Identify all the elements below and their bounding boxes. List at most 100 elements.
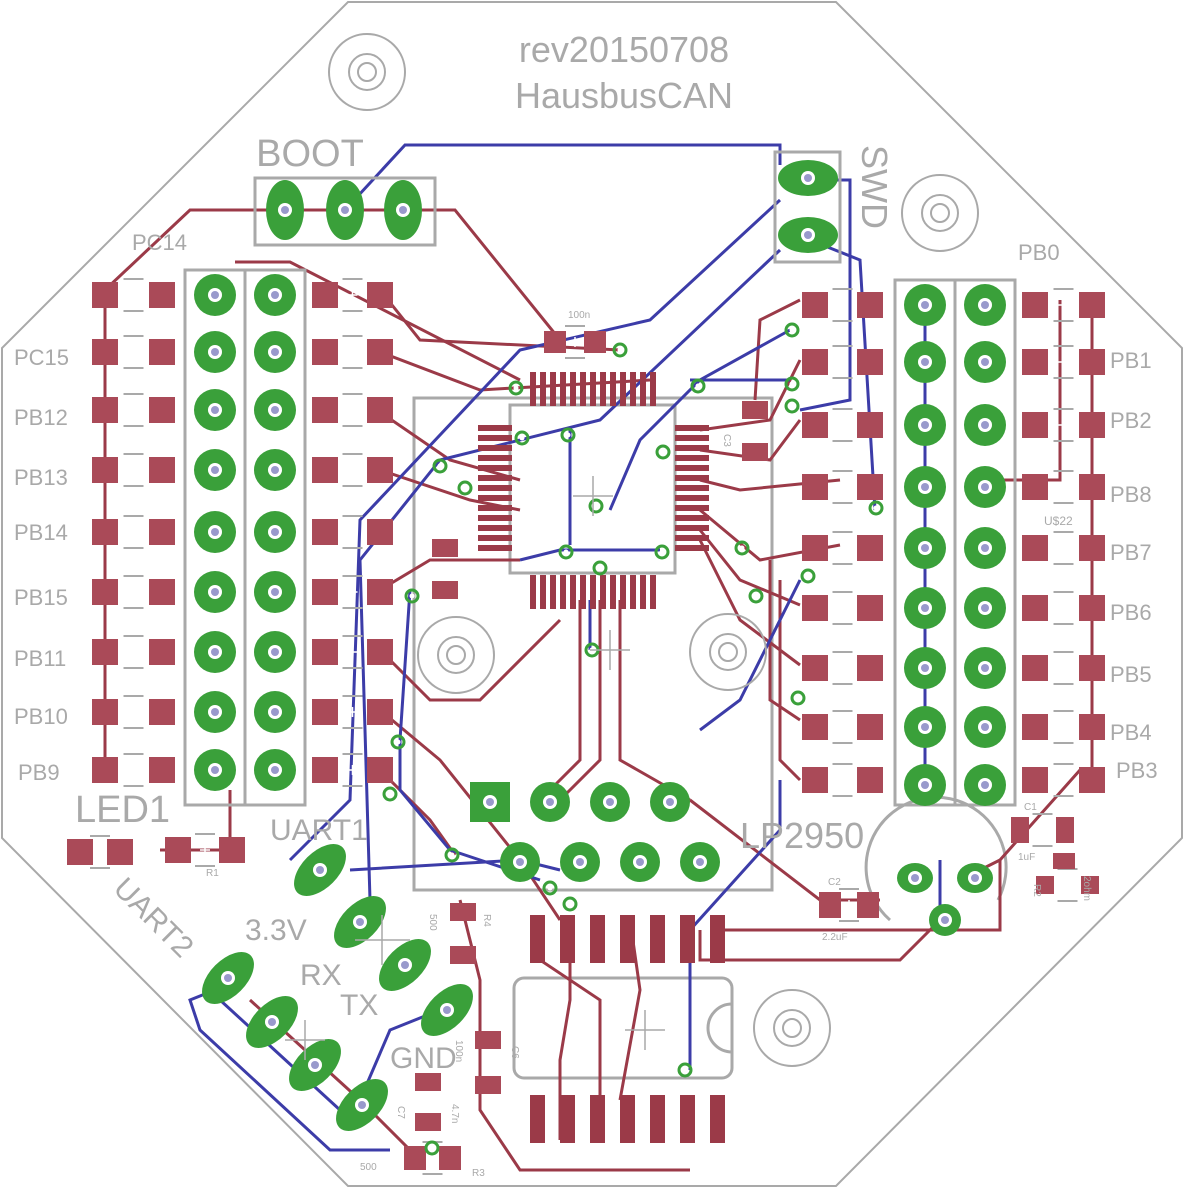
via-icon (560, 427, 576, 443)
through-hole-pad-icon (384, 180, 422, 240)
smd-pad-icon (802, 531, 883, 565)
via-icon (784, 376, 800, 392)
through-hole-pad-icon (897, 863, 933, 893)
pin-label-pb0: PB0 (1018, 240, 1060, 265)
smd-pad-icon (544, 325, 606, 359)
pin-label-pb7: PB7 (1110, 540, 1152, 565)
uart2-label: UART2 (107, 872, 199, 964)
through-hole-pad-icon (929, 904, 961, 936)
via-icon (457, 480, 473, 496)
via-icon (588, 498, 604, 514)
through-hole-pad-icon (194, 449, 236, 491)
rx-label: RX (300, 959, 342, 992)
smd-pad-icon (802, 288, 883, 322)
c7-name: C7 (395, 1106, 406, 1119)
smd-pad-icon (312, 635, 393, 669)
via-icon (612, 342, 628, 358)
through-hole-pad-icon (904, 706, 946, 748)
r3-name: R3 (472, 1168, 485, 1179)
through-hole-pad-icon (904, 284, 946, 326)
uart1-label: UART1 (270, 814, 368, 847)
r3-value: 500 (360, 1162, 377, 1173)
smd-pad-icon (432, 539, 458, 599)
smd-pad-icon (312, 575, 393, 609)
pin-label-pc15: PC15 (14, 345, 69, 370)
smd-pad-icon (415, 1073, 441, 1131)
via-icon (655, 444, 671, 460)
r4-value: 500 (427, 914, 438, 931)
led-label: LED1 (75, 789, 170, 831)
smd-pad-icon (742, 401, 768, 461)
through-hole-pad-icon (904, 527, 946, 569)
smd-pad-icon (1022, 651, 1105, 685)
through-hole-pad-icon (680, 842, 720, 882)
via-icon (784, 322, 800, 338)
via-icon (690, 378, 706, 394)
smd-pad-icon (802, 710, 883, 744)
through-hole-pad-icon (326, 180, 364, 240)
smd-pad-icon (802, 408, 883, 442)
via-icon (424, 1140, 440, 1156)
through-hole-pad-icon (904, 341, 946, 383)
smd-pad-icon (312, 515, 393, 549)
via-icon (432, 458, 448, 474)
smd-pad-icon (450, 903, 476, 964)
pin-label-pb9: PB9 (18, 760, 60, 785)
can-transceiver-outline (512, 976, 734, 1080)
pin-label-pb2: PB2 (1110, 408, 1152, 433)
pin-label-pb11: PB11 (14, 646, 66, 671)
smd-pad-icon (802, 345, 883, 379)
smd-pads (67, 278, 1105, 1175)
mounting-hole-icon (328, 33, 979, 1067)
through-hole-pad-icon (904, 466, 946, 508)
r1-name: R1 (206, 868, 219, 879)
swd-label: SWD (854, 145, 895, 229)
through-hole-pad-icon (964, 587, 1006, 629)
through-hole-pad-icon (964, 341, 1006, 383)
smd-pad-icon (165, 833, 245, 867)
through-hole-pad-icon (254, 331, 296, 373)
smd-pad-icon (92, 393, 175, 427)
pin-label-pb6: PB6 (1110, 600, 1152, 625)
smd-pad-icon (92, 753, 175, 787)
usd-label: U$22 (1044, 514, 1073, 528)
via-icon (592, 560, 608, 576)
through-hole-pad-icon (254, 631, 296, 673)
smd-pad-icon (802, 470, 883, 504)
smd-pad-icon (1011, 813, 1074, 847)
smd-pad-icon (1022, 710, 1105, 744)
smd-pad-icon (312, 393, 393, 427)
through-hole-pad-icon (590, 782, 630, 822)
through-hole-pad-icon (500, 842, 540, 882)
pin-label-pb15: PB15 (14, 585, 68, 610)
smd-pad-icon (92, 278, 175, 312)
smd-pad-icon (312, 453, 393, 487)
through-hole-pad-icon (194, 389, 236, 431)
smd-pad-icon (312, 335, 393, 369)
smd-pad-icon (92, 515, 175, 549)
via-icon (748, 588, 764, 604)
smd-pad-icon (1022, 345, 1105, 379)
right-pin-labels: PB0 PB1 PB2 PB8 PB7 PB6 PB5 PB4 PB3 (1018, 240, 1158, 783)
left-pin-labels: PC14 PC15 PB12 PB13 PB14 PB15 PB11 PB10 … (14, 230, 187, 785)
pin-label-pb12: PB12 (14, 405, 68, 430)
through-hole-pad-icon (620, 842, 660, 882)
via-icon (562, 896, 578, 912)
via-icon (734, 540, 750, 556)
via-icon (404, 588, 420, 604)
crosshair-markers (285, 476, 665, 1060)
smd-pad-icon (802, 763, 883, 797)
through-hole-pad-icon (334, 896, 386, 948)
through-hole-pad-icon (254, 511, 296, 553)
smd-pad-icon (1053, 853, 1075, 869)
v33-label: 3.3V (245, 914, 307, 947)
via-icon (800, 568, 816, 584)
c2-value: 2.2uF (822, 932, 848, 943)
regulator-outline (864, 795, 1008, 922)
through-hole-pad-icon (194, 331, 236, 373)
pin-label-pb8: PB8 (1110, 482, 1152, 507)
c1-name: C1 (1024, 802, 1037, 813)
via-icon (542, 880, 558, 896)
